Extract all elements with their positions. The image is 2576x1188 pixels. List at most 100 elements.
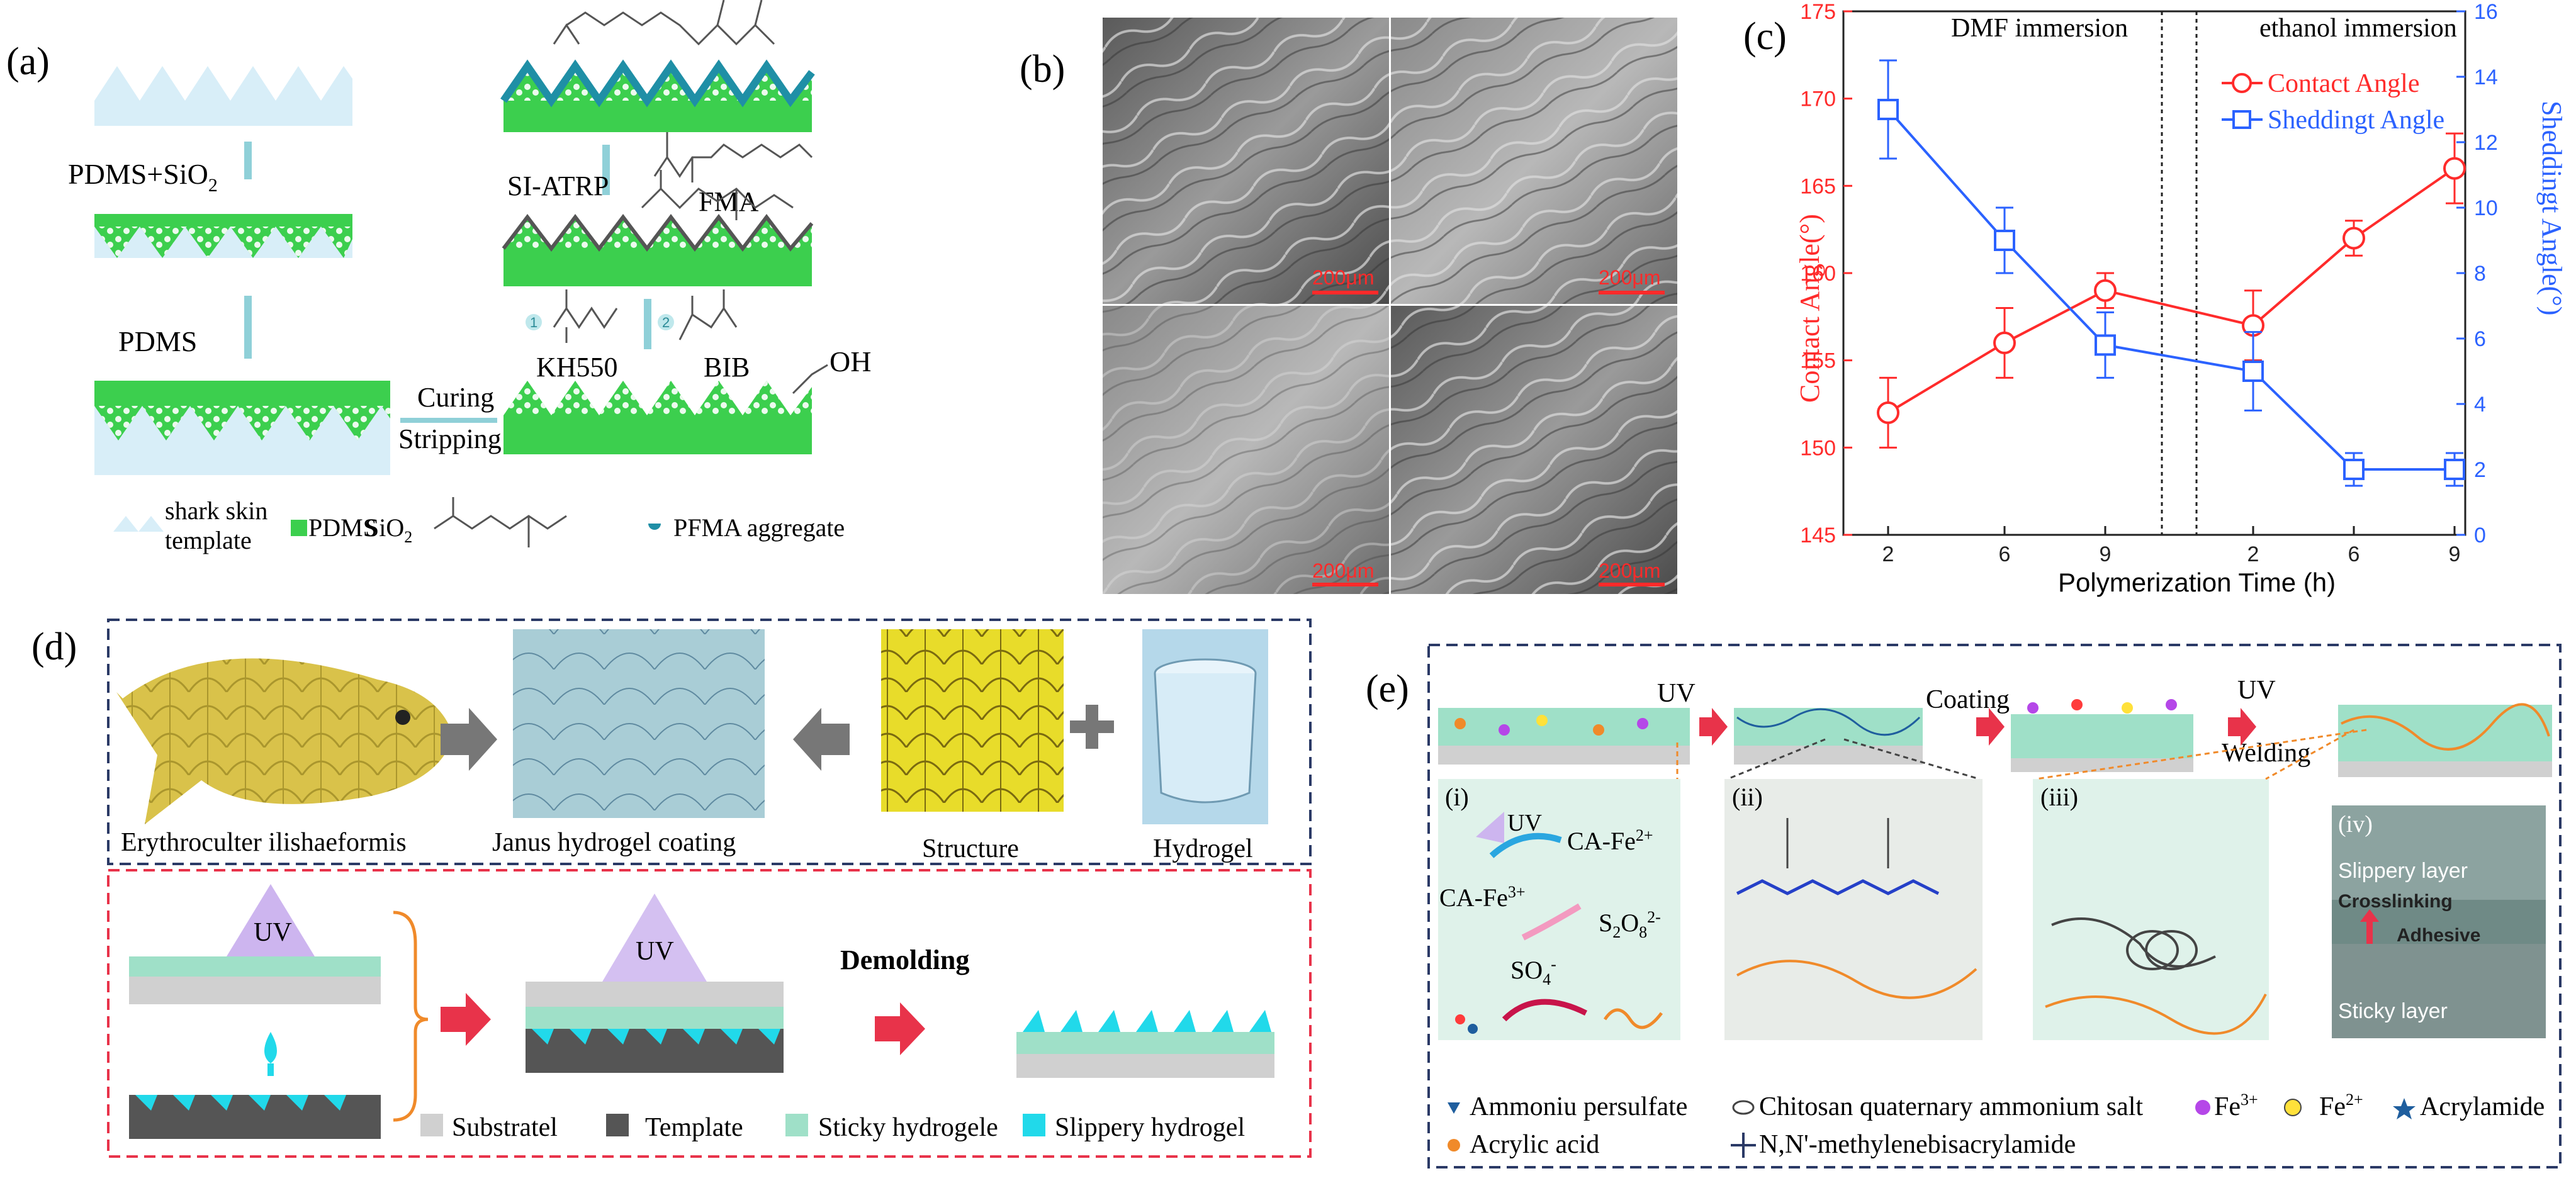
svg-text:200μm: 200μm [1599, 266, 1660, 289]
arrow-right-3 [875, 1002, 925, 1055]
svg-text:200μm: 200μm [1312, 559, 1374, 582]
bib-label: BIB [704, 352, 750, 383]
template-stack-1 [94, 66, 352, 126]
kh550-label: KH550 [536, 352, 618, 383]
fish-illustration [116, 658, 453, 824]
panel-c-label: (c) [1743, 15, 1787, 58]
inset-ii-label: (ii) [1732, 783, 1763, 811]
chart-legend: Contact Angle Sheddingt Angle [2222, 69, 2444, 135]
ca-fe2-label: CA-Fe2+ [1567, 826, 1653, 855]
arrow-right-e2 [1976, 708, 2005, 746]
xtick-label: 2 [2247, 542, 2259, 566]
panel-a-legend: shark skin template PDMS SiO2 PFMA aggre… [113, 496, 845, 554]
legend-shark-skin-swatch [113, 516, 164, 532]
step-1-number: 1 [530, 315, 537, 330]
hydrogel-caption: Hydrogel [1153, 834, 1253, 863]
ytick-right-label: 14 [2474, 65, 2498, 89]
s2o8-label: S2O82- [1599, 908, 1661, 941]
legend-fe2: Fe2+ [2319, 1090, 2363, 1121]
inset-iv-label: (iv) [2338, 811, 2373, 838]
sem-image-bl [1103, 306, 1389, 594]
inset-iv: (iv) Slippery layer Crosslinking Adhesiv… [2332, 805, 2546, 1038]
arrow-right-1 [441, 708, 497, 771]
legend-pfma-swatch [648, 524, 661, 530]
sem-image-tl [1103, 18, 1389, 304]
step-1-marker [526, 314, 542, 330]
drop-template-step [129, 1032, 381, 1139]
cycle-arrow-top [1489, 832, 1562, 858]
fish-caption: Erythroculter ilishaeformis [121, 828, 407, 857]
uv-label-1: UV [254, 918, 292, 947]
ytick-right-label: 12 [2474, 131, 2498, 155]
panel-a: (a) PDMS+SiO2 PDMS Curing Stripping [6, 0, 871, 554]
sem-image-br [1391, 306, 1677, 594]
sheddingt-angle-point [2095, 334, 2116, 356]
fe3-icon [2195, 1100, 2210, 1115]
coating-caption: Janus hydrogel coating [492, 828, 736, 857]
panel-a-label: (a) [6, 40, 50, 83]
hydrogel-jar-image [1142, 629, 1268, 824]
sheddingt-angle-series-line [1887, 108, 2455, 471]
contact-angle-point [1993, 331, 2016, 354]
panel-d-legend: Substratel Template Sticky hydrogele Sli… [420, 1113, 1245, 1142]
panel-d-top-frame [107, 619, 1312, 865]
coating-image [513, 629, 765, 818]
contact-angle-point [2443, 157, 2466, 180]
step-2-number: 2 [662, 315, 670, 330]
legend-pdms-swatch [291, 520, 307, 536]
ytick-right-label: 8 [2474, 262, 2486, 286]
legend-chitosan: Chitosan quaternary ammonium salt [1759, 1092, 2143, 1121]
legend-initiator-structure [434, 497, 567, 547]
step-2-marker [658, 314, 674, 330]
bracket [393, 911, 429, 1122]
region-dmf: DMF immersion [1951, 14, 2128, 43]
connector-ii [1727, 738, 1980, 780]
chart-xlabel: Polymerization Time (h) [2058, 568, 2336, 597]
template-stack-2 [94, 214, 352, 258]
scale-bar-4: 200μm [1599, 559, 1665, 586]
template-stack-3 [94, 381, 390, 475]
demolded-product [1016, 1010, 1274, 1078]
legend-sticky-swatch [785, 1114, 808, 1136]
svg-text:200μm: 200μm [1312, 266, 1374, 289]
arrow-right-e3 [2228, 708, 2256, 746]
cured-pdms-stack [503, 381, 812, 454]
contact-angle-series-line [1887, 167, 2456, 414]
functional-stack-top [500, 59, 815, 132]
sheddingt-angle-point [2444, 459, 2465, 480]
ytick-right-label: 0 [2474, 524, 2486, 547]
scale-bar-1: 200μm [1312, 266, 1378, 294]
svg-text:200μm: 200μm [1599, 559, 1660, 582]
uv-cure-step-1: UV [129, 884, 381, 1004]
legend-sticky: Sticky hydrogele [818, 1113, 998, 1142]
contact-angle-point [2343, 227, 2365, 250]
fe2-icon [2284, 1099, 2302, 1116]
stripping-label: Stripping [398, 423, 502, 454]
welding-label: Welding [2222, 739, 2310, 768]
so4-label: SO4- [1510, 955, 1556, 989]
panel-e-frame [1427, 644, 2562, 1168]
panel-d-label: (d) [31, 625, 77, 668]
inset-i: (i) UV CA-Fe2+ CA-Fe3+ S2O82- SO4- [1438, 779, 1680, 1040]
legend-sheddingt-label: Sheddingt Angle [2268, 106, 2444, 135]
sem-image-tr [1391, 18, 1677, 304]
sheddingt-angle-point [2343, 459, 2365, 480]
panel-b-label: (b) [1020, 48, 1065, 91]
ytick-left-label: 155 [1800, 349, 1836, 373]
arrow-down-2 [244, 296, 252, 359]
scale-bar-3: 200μm [1312, 559, 1378, 586]
acrylic-icon [1448, 1139, 1460, 1152]
ytick-right-label: 2 [2474, 458, 2486, 482]
legend-substrate: Substratel [452, 1113, 558, 1142]
coating-arrow-label: Coating [1926, 685, 2010, 714]
chemical-structure-kh550 [553, 289, 618, 343]
legend-substrate-swatch [420, 1114, 443, 1136]
chart-ylabel-right: Sheddingt Angle(°) [2536, 101, 2567, 315]
legend-template: Template [645, 1113, 743, 1142]
xtick-label: 9 [2449, 542, 2461, 566]
arrow-right-e1 [1699, 708, 1728, 746]
arrow-down-1 [244, 142, 252, 179]
contact-angle-point [1877, 401, 1899, 424]
legend-slippery-swatch [1023, 1114, 1045, 1136]
xtick-label: 9 [2100, 542, 2112, 566]
